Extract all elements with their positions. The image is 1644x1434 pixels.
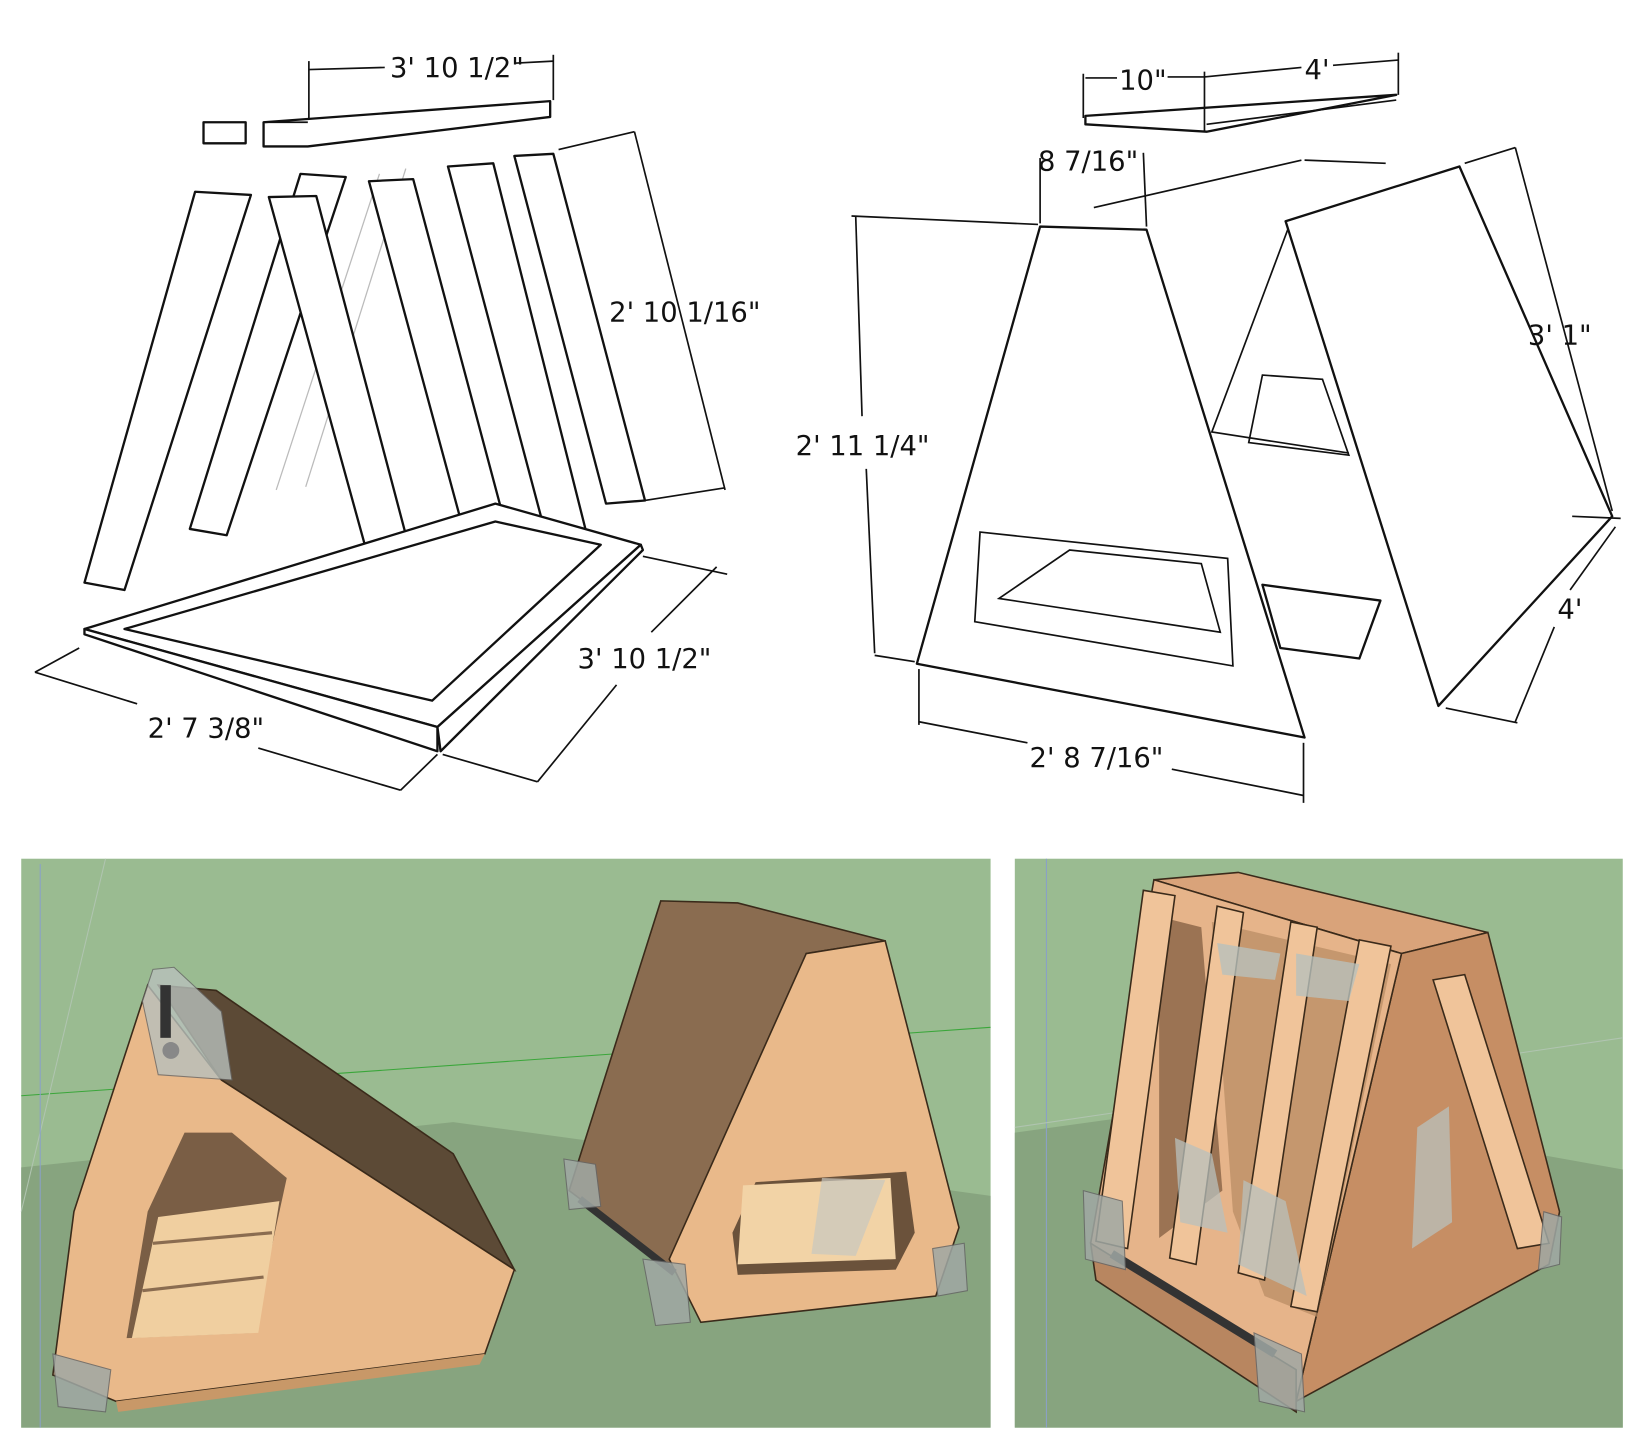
render-frame-unit [1014, 858, 1623, 1428]
render-unit-left [51, 966, 517, 1413]
dim-base-width: 2' 8 7/16" [918, 669, 1305, 803]
dim-label-base-width: 2' 8 7/16" [1030, 743, 1164, 774]
render-unit-right [563, 900, 968, 1327]
dim-label-side-depth: 4' [1557, 594, 1582, 625]
front-panel [915, 225, 1306, 739]
dim-slat: 2' 10 1/16" [558, 130, 760, 502]
panel-sketch: 10" 4' 8 7/16" 2' 11 1/4" [796, 52, 1621, 803]
dim-label-top-length: 4' [1305, 55, 1330, 86]
dim-apex: 8 7/16" [1038, 147, 1148, 227]
dim-side-height: 3' 1" [1464, 146, 1621, 520]
dim-label-slat: 2' 10 1/16" [609, 297, 760, 328]
side-panel [1284, 165, 1614, 708]
rear-top-edge [1093, 159, 1302, 209]
dim-top-board: 3' 10 1/2" [308, 53, 555, 119]
frame-sketch: 3' 10 1/2" 2' 10 1/16" [34, 53, 760, 792]
dim-label-side-height: 3' 1" [1528, 321, 1592, 352]
base-frame [83, 502, 645, 753]
top-boards [202, 99, 552, 148]
dim-base-depth: 3' 10 1/2" [442, 555, 728, 783]
dim-label-panel-height: 2' 11 1/4" [796, 431, 930, 462]
dim-label-apex: 8 7/16" [1038, 147, 1138, 178]
dim-top-board: 10" 4' [1082, 52, 1400, 132]
dim-panel-height: 2' 11 1/4" [796, 215, 1039, 663]
dim-base-width: 2' 7 3/8" [34, 647, 439, 792]
dim-label-top-board: 3' 10 1/2" [390, 53, 524, 84]
rear-panel [1210, 159, 1386, 660]
dim-label-base-depth: 3' 10 1/2" [578, 644, 712, 675]
render-two-units [20, 858, 991, 1428]
dim-side-depth: 4' [1445, 526, 1617, 724]
dim-label-top-width: 10" [1119, 66, 1166, 97]
dim-label-base-width: 2' 7 3/8" [148, 714, 264, 745]
top-board [1084, 93, 1398, 133]
